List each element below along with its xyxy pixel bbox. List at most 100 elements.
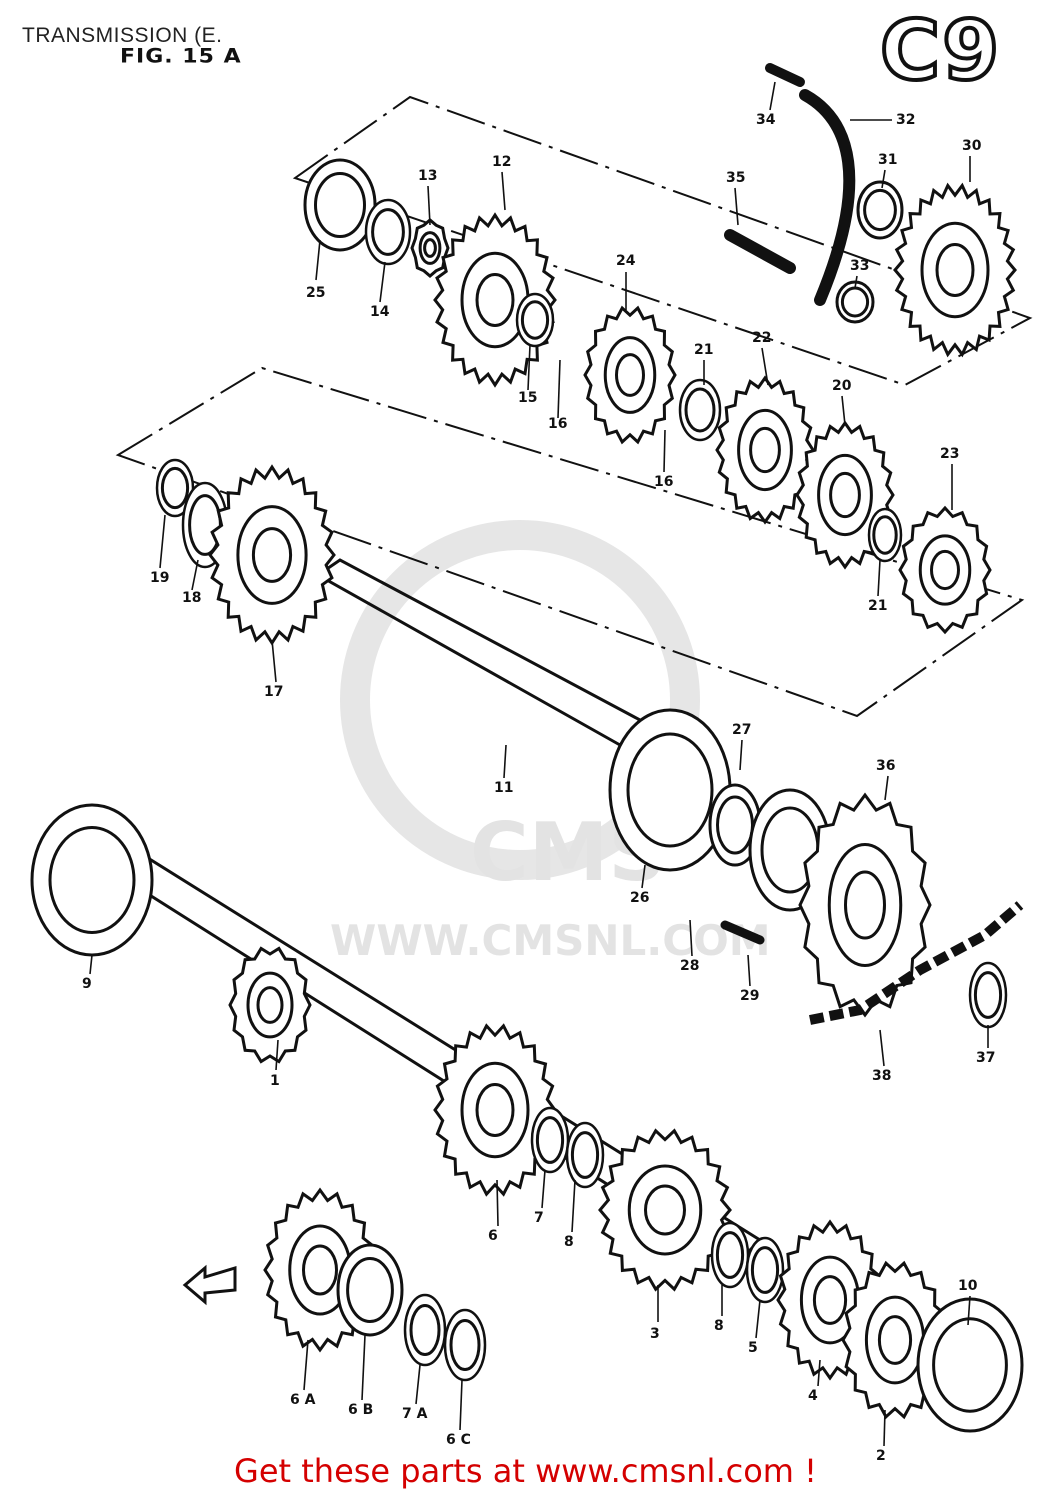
callout-9: 9 [82,976,92,992]
figure-number: FIG. 15 A [120,45,242,68]
callout-2: 2 [876,1448,886,1464]
callout-36: 36 [876,758,895,774]
gear-17-bore [251,527,293,583]
leader-line-14 [379,261,386,303]
callout-1: 1 [270,1073,280,1089]
chain-38 [809,901,1024,1025]
bushing-31-inner [863,188,897,232]
callout-7: 7 [534,1210,544,1226]
leader-line-20 [841,395,846,426]
callout-37: 37 [976,1050,995,1066]
washer-7a-inner [409,1304,441,1356]
washer-14 [364,198,412,266]
callout-22: 22 [752,330,771,346]
gear-1-hub [246,971,294,1039]
gear-22-bore [749,426,781,474]
callout-16: 16 [548,416,567,432]
bearing-9-inner [48,826,136,934]
washer-21b-inner [872,515,898,555]
callout-8: 8 [714,1318,724,1334]
callout-18: 18 [182,590,201,606]
bearing-26 [608,708,732,872]
washer-7a [403,1293,447,1367]
callout-35: 35 [726,170,745,186]
leader-line-4 [817,1359,821,1387]
leader-line-21 [877,559,881,597]
gear-6-hub [460,1061,530,1159]
sprocket-36-hub [827,843,903,967]
leader-line-12 [501,171,506,211]
upper-frame [292,95,1033,387]
callout-6b: 6 B [348,1402,373,1418]
callout-27: 27 [732,722,751,738]
leader-line-8 [571,1179,576,1233]
callout-15: 15 [518,390,537,406]
oring-37 [968,961,1008,1029]
callout-30: 30 [962,138,982,154]
gear-13-teeth [410,218,450,278]
callout-32: 32 [896,112,915,128]
gear-13-hub [418,231,442,265]
leader-line-16 [557,359,561,419]
gear-6-teeth [433,1023,557,1197]
bearing-26-inner [626,732,714,848]
callout-6a: 6 A [290,1392,316,1408]
callout-24: 24 [616,253,636,269]
gear-24-hub [603,336,657,414]
leader-line-26 [641,864,646,889]
callout-20: 20 [832,378,852,394]
callout-25: 25 [306,285,325,301]
oring-37-inner [973,971,1003,1019]
callout-4: 4 [808,1388,818,1404]
leader-line-31 [881,169,886,189]
callout-19: 19 [150,570,169,586]
leader-line-13 [427,185,431,226]
gear-22 [715,375,815,525]
gear-6-bore [475,1083,515,1137]
gear-24-teeth [583,305,677,445]
washer-5 [745,1236,785,1304]
circlip-6c-inner [449,1319,481,1371]
gear-1-teeth [228,946,312,1064]
gear-13-bore [423,238,437,258]
callout-16: 16 [654,474,673,490]
washer-7-inner [535,1116,565,1164]
gear-13 [410,218,450,278]
gear-23 [898,505,992,635]
gear-1 [228,946,312,1064]
footer-link[interactable]: Get these parts at www.cmsnl.com ! [234,1452,817,1490]
pin-35 [724,229,796,274]
bearing-25-inner [314,172,366,238]
callout-33: 33 [850,258,869,274]
gear-3-teeth [598,1128,732,1292]
leader-line-19 [159,514,166,569]
gear-24 [583,305,677,445]
middle-frame [115,366,1025,718]
watermark-url: WWW.CMSNL.COM [330,916,771,965]
bearing-9 [30,803,154,957]
diagram-title: TRANSMISSION (E. [22,24,223,47]
leader-line-9 [89,954,93,975]
callout-23: 23 [940,446,959,462]
gear-20-hub [817,453,873,537]
leader-line-17 [271,639,277,683]
lever-32 [799,89,856,306]
callout-14: 14 [370,304,390,320]
gear-6a-bore [302,1244,338,1296]
leader-line-34 [769,81,776,111]
leader-line-16 [663,429,666,473]
gear-23-hub [918,534,972,606]
washer-21b [867,507,903,563]
arrow-left-icon [182,1264,237,1306]
circlip-8b [710,1221,750,1289]
gear-3 [598,1128,732,1292]
callout-6: 6 [488,1228,498,1244]
circlip-19 [155,458,195,518]
collar-33 [835,280,875,324]
gear-30-teeth [893,182,1017,358]
leader-line-15 [527,344,531,391]
bushing-6b [336,1243,404,1337]
leader-line-6b [361,1334,366,1401]
washer-15 [515,292,555,348]
circlip-19-inner [160,466,190,510]
